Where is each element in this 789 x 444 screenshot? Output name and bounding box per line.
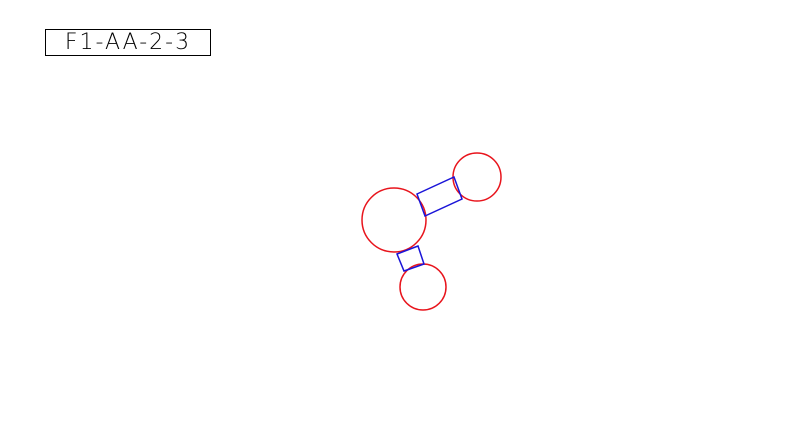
drawing-label-box: F1-AA-2-3 bbox=[45, 29, 211, 56]
upper-connector bbox=[416, 175, 463, 218]
lower-connector bbox=[396, 245, 425, 272]
center-circle bbox=[361, 187, 427, 253]
lower-circle bbox=[399, 263, 447, 311]
drawing-label: F1-AA-2-3 bbox=[64, 29, 192, 55]
